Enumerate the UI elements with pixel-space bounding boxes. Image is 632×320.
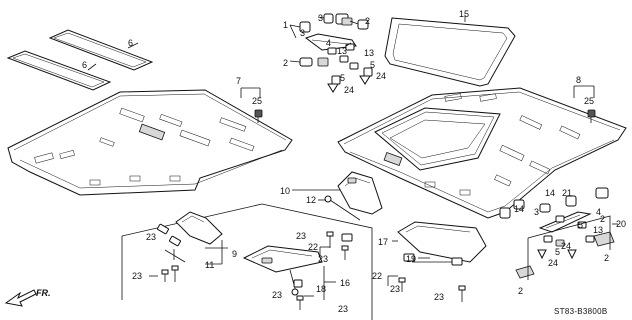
callout-label: 4 xyxy=(326,38,331,48)
callout-label: 23 xyxy=(318,254,328,264)
callout-label: 4 xyxy=(596,207,601,217)
callout-label: 2 xyxy=(283,58,288,68)
callout-label: 13 xyxy=(364,48,374,58)
sunvisor-frame-box xyxy=(121,203,373,320)
sunvisor-bottom-left xyxy=(242,245,323,296)
front-direction-label: FR. xyxy=(36,288,51,298)
bolt-group-center xyxy=(161,231,466,310)
callout-label: 9 xyxy=(232,249,237,259)
callout-label: 23 xyxy=(146,232,156,242)
callout-label: 20 xyxy=(616,219,626,229)
callout-label: 17 xyxy=(378,237,388,247)
sunvisor-left xyxy=(157,211,223,263)
callout-label: 23 xyxy=(390,284,400,294)
callout-label: 23 xyxy=(296,231,306,241)
callout-label: 3 xyxy=(534,207,539,217)
callout-label: 24 xyxy=(561,241,571,251)
callout-label: 6 xyxy=(82,60,87,70)
grab-handle-assembly-right xyxy=(499,187,615,280)
callout-label: 8 xyxy=(576,75,581,85)
callout-label: 24 xyxy=(548,258,558,268)
front-direction-arrow: FR. xyxy=(4,288,51,307)
callout-label: 13 xyxy=(337,46,347,56)
callout-label: 12 xyxy=(306,195,316,205)
callout-label: 2 xyxy=(518,286,523,296)
callout-label: 18 xyxy=(316,284,326,294)
callout-label: 3 xyxy=(300,28,305,38)
callout-label: 25 xyxy=(584,96,594,106)
callout-label: 24 xyxy=(344,85,354,95)
callout-label: 6 xyxy=(128,38,133,48)
callout-label: 1 xyxy=(283,20,288,30)
callout-label: 23 xyxy=(434,292,444,302)
callout-label: 2 xyxy=(600,214,605,224)
sunvisor-right xyxy=(397,221,487,266)
callout-label: 15 xyxy=(459,9,469,19)
headliner-left xyxy=(7,89,293,196)
callout-label: 5 xyxy=(555,247,560,257)
grab-handle-assembly-top xyxy=(299,13,373,93)
callout-label: 13 xyxy=(593,225,603,235)
callout-label: 24 xyxy=(376,71,386,81)
trim-strip-lower xyxy=(6,50,112,91)
sunvisor-center xyxy=(324,171,383,221)
callout-label: 23 xyxy=(338,304,348,314)
headliner-right xyxy=(337,87,627,219)
diagram-code: ST83-B3800B xyxy=(554,307,608,316)
callout-label: 16 xyxy=(340,278,350,288)
callout-label: 5 xyxy=(578,220,583,230)
callout-label: 23 xyxy=(272,290,282,300)
callout-label: 14 xyxy=(545,188,555,198)
callout-label: 2 xyxy=(604,253,609,263)
callout-label: 23 xyxy=(132,271,142,281)
callout-label: 3 xyxy=(318,13,323,23)
callout-label: 25 xyxy=(252,96,262,106)
callout-label: 11 xyxy=(205,260,214,270)
callout-label: 2 xyxy=(365,16,370,26)
headliner-clip-left xyxy=(254,109,263,123)
sunroof-seal xyxy=(384,17,516,87)
callout-label: 22 xyxy=(372,271,382,281)
callout-label: 22 xyxy=(308,242,318,252)
trim-strip-upper xyxy=(48,29,154,71)
leader-lines xyxy=(87,15,618,300)
callout-label: 7 xyxy=(236,76,241,86)
headliner-clip-right xyxy=(587,109,596,123)
callout-labels: 1 2 2 2 2 2 3 3 3 4 4 5 5 5 5 6 6 7 8 9 … xyxy=(82,9,626,314)
callout-label: 14 xyxy=(514,204,524,214)
callout-label: 21 xyxy=(562,188,572,198)
callout-label: 5 xyxy=(370,60,375,70)
callout-label: 19 xyxy=(406,254,416,264)
callout-label: 10 xyxy=(280,186,290,196)
callout-label: 5 xyxy=(340,73,345,83)
